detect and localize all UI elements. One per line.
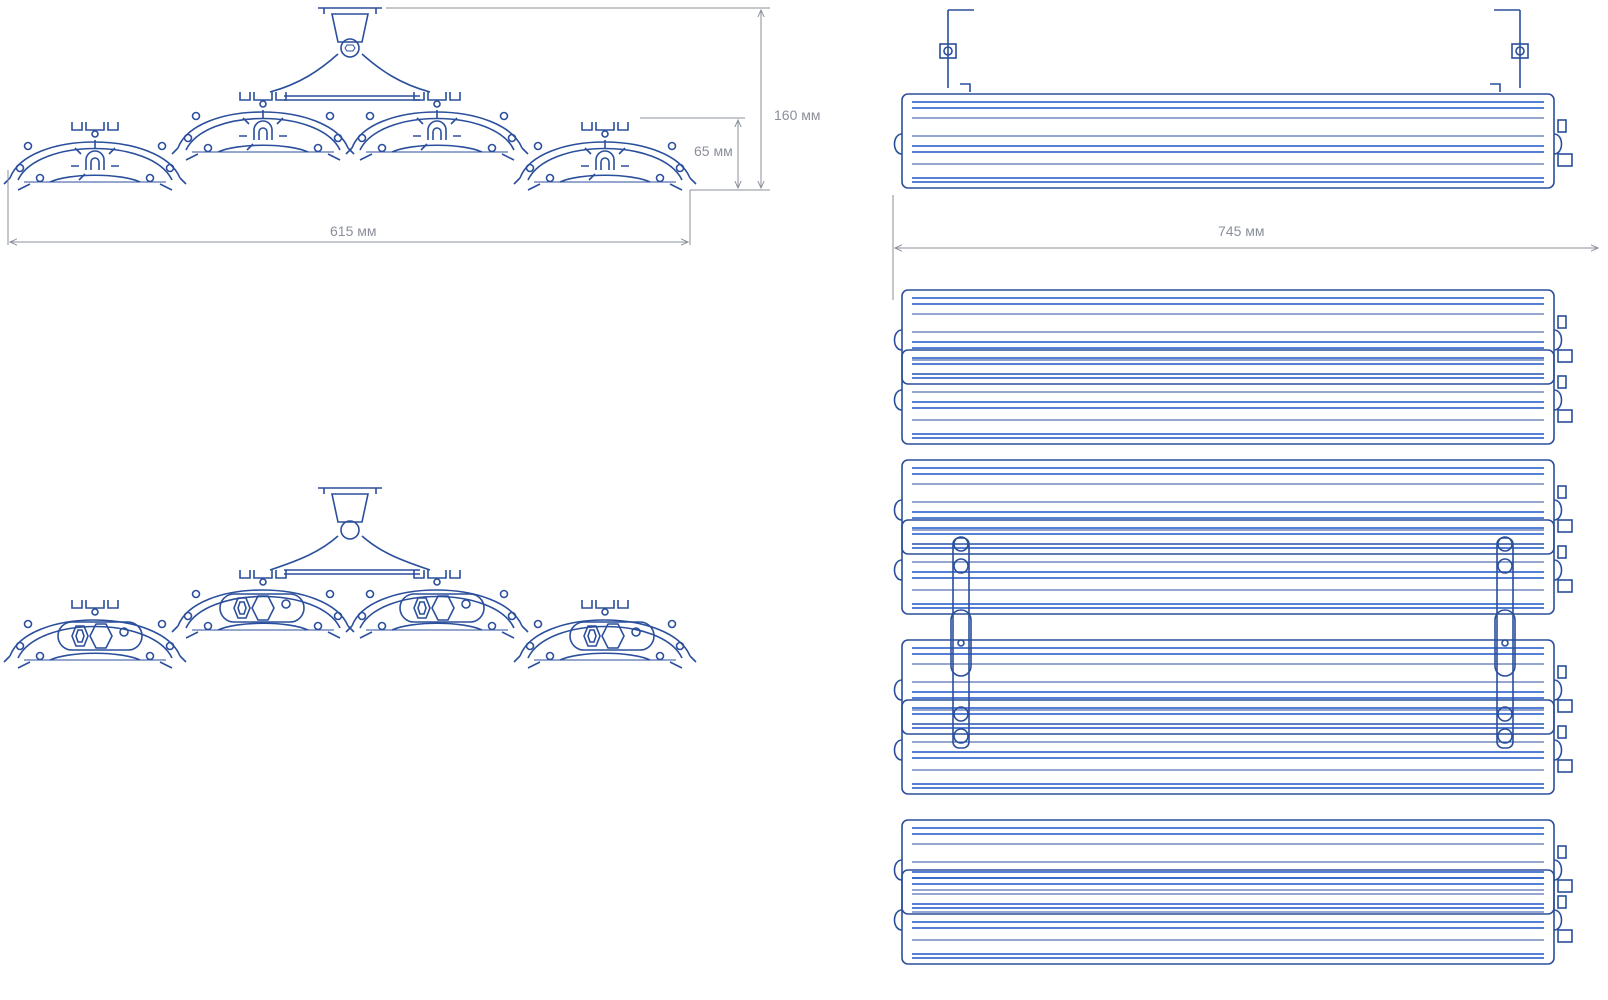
- front-module-3: [345, 91, 529, 161]
- gland-symbol: [219, 593, 305, 623]
- sun-symbol: [70, 139, 120, 181]
- sun-symbol: [238, 109, 288, 151]
- top-view: [893, 289, 1573, 965]
- top-module-4: [893, 819, 1573, 965]
- dim-length-side: 745 мм: [1218, 223, 1265, 239]
- top-module-1: [893, 289, 1573, 445]
- front-view: [3, 7, 697, 191]
- front-module-2: [171, 91, 355, 161]
- side-dimensions: 745 мм: [892, 195, 1598, 300]
- dim-height-total: 160 мм: [774, 107, 821, 123]
- front-module-4: [513, 121, 697, 191]
- sun-symbol: [580, 139, 630, 181]
- side-view: [893, 9, 1573, 189]
- back-view: [3, 487, 697, 669]
- back-module-2: [171, 569, 355, 639]
- front-dimensions: 160 мм 65 мм 615 мм: [7, 7, 821, 245]
- front-module-1: [3, 121, 187, 191]
- top-module-3: [893, 639, 1573, 795]
- dim-height-body: 65 мм: [694, 143, 733, 159]
- mount-rail-left: [950, 536, 972, 749]
- back-module-3: [345, 569, 529, 639]
- mount-rail-right: [1494, 536, 1516, 749]
- back-module-1: [3, 599, 187, 669]
- dim-width-front: 615 мм: [330, 223, 377, 239]
- sun-symbol: [412, 109, 462, 151]
- back-module-4: [513, 599, 697, 669]
- top-module-2: [893, 459, 1573, 615]
- side-body: [893, 93, 1573, 189]
